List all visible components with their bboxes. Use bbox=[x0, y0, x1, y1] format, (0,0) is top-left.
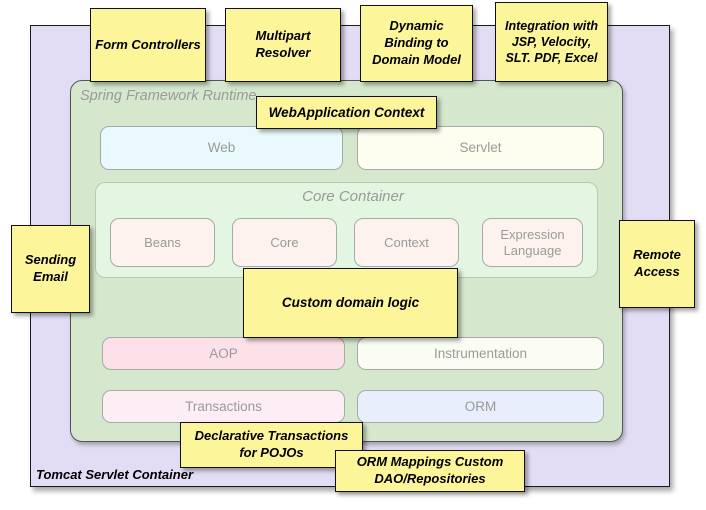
note-orm-mappings-text: ORM Mappings Custom DAO/Repositories bbox=[356, 454, 504, 486]
module-core: Core bbox=[232, 218, 337, 267]
module-core-label: Core bbox=[270, 234, 299, 250]
module-expression-language-label: Expression Language bbox=[500, 227, 565, 258]
module-servlet: Servlet bbox=[357, 126, 604, 170]
note-form-controllers-text: Form Controllers bbox=[95, 36, 201, 52]
note-orm-mappings: ORM Mappings Custom DAO/Repositories bbox=[335, 450, 525, 492]
module-beans: Beans bbox=[110, 218, 215, 267]
note-sending-email-text: Sending Email bbox=[24, 252, 77, 284]
note-remote-access: Remote Access bbox=[619, 220, 695, 308]
note-multipart-resolver: Multipart Resolver bbox=[225, 8, 341, 82]
module-instrumentation-label: Instrumentation bbox=[433, 345, 528, 361]
module-web: Web bbox=[100, 126, 343, 170]
module-aop: AOP bbox=[102, 337, 345, 370]
note-integration: Integration with JSP, Velocity, SLT. PDF… bbox=[495, 2, 608, 82]
tomcat-servlet-container-label: Tomcat Servlet Container bbox=[36, 467, 194, 482]
note-form-controllers: Form Controllers bbox=[90, 8, 206, 82]
module-context-label: Context bbox=[384, 234, 429, 250]
note-custom-domain-logic-text: Custom domain logic bbox=[281, 295, 420, 311]
module-transactions: Transactions bbox=[102, 390, 345, 423]
note-custom-domain-logic: Custom domain logic bbox=[243, 268, 458, 338]
module-web-label: Web bbox=[207, 140, 236, 156]
note-dynamic-binding: Dynamic Binding to Domain Model bbox=[360, 5, 473, 82]
module-context: Context bbox=[354, 218, 459, 267]
module-instrumentation: Instrumentation bbox=[357, 337, 604, 370]
note-sending-email: Sending Email bbox=[11, 225, 90, 313]
note-dynamic-binding-text: Dynamic Binding to Domain Model bbox=[372, 18, 461, 67]
note-multipart-resolver-text: Multipart Resolver bbox=[255, 28, 311, 60]
module-orm: ORM bbox=[357, 390, 604, 423]
note-webapplication-context-text: WebApplication Context bbox=[268, 104, 425, 120]
note-integration-text: Integration with JSP, Velocity, SLT. PDF… bbox=[504, 18, 599, 66]
note-declarative-transactions-text: Declarative Transactions for POJOs bbox=[194, 428, 349, 460]
note-declarative-transactions: Declarative Transactions for POJOs bbox=[180, 422, 363, 468]
module-servlet-label: Servlet bbox=[459, 140, 502, 156]
module-expression-language: Expression Language bbox=[482, 218, 583, 267]
spring-framework-runtime-label: Spring Framework Runtime bbox=[80, 88, 257, 104]
note-remote-access-text: Remote Access bbox=[633, 247, 681, 279]
note-webapplication-context: WebApplication Context bbox=[256, 96, 437, 129]
module-beans-label: Beans bbox=[144, 234, 181, 250]
module-transactions-label: Transactions bbox=[185, 398, 262, 414]
module-aop-label: AOP bbox=[209, 345, 238, 361]
module-orm-label: ORM bbox=[464, 398, 497, 414]
